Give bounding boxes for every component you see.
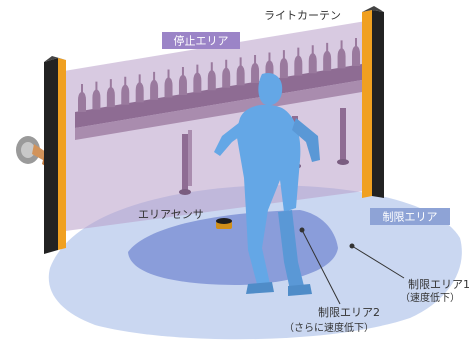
conveyor-part [222, 59, 231, 88]
conveyor-part [106, 79, 115, 108]
leader-limit-area-1 [351, 245, 405, 279]
conveyor-part [323, 42, 332, 71]
machine-conveyor [75, 38, 362, 140]
conveyor-part [178, 67, 187, 96]
stop-area-label: 停止エリア [174, 34, 229, 48]
limit-area-1-note: （速度低下） [400, 291, 460, 304]
limit-area-label: 制限エリア [383, 211, 438, 224]
limit-area-2-label: 制限エリア2 [318, 306, 380, 319]
conveyor-part [193, 64, 202, 93]
conveyor-part [135, 74, 144, 103]
conveyor-part [207, 62, 216, 91]
area-sensor-icon [216, 218, 232, 229]
conveyor-part [164, 69, 173, 98]
conveyor-part [150, 71, 159, 100]
conveyor-part [294, 47, 303, 76]
limit-area-tag [370, 208, 450, 225]
conveyor-part [92, 81, 101, 110]
leader-limit-area-2 [301, 229, 341, 305]
limit-area-2-note: （さらに速度低下） [284, 321, 374, 334]
light-curtain-label: ライトカーテン [264, 9, 341, 22]
conveyor-part [236, 57, 245, 86]
leader-lines [299, 227, 405, 305]
light-curtain-post-left [44, 56, 66, 254]
conveyor-part [279, 50, 288, 79]
conveyor-part [352, 38, 360, 66]
area-sensor-label: エリアセンサ [138, 208, 204, 221]
conveyor-part [78, 84, 86, 112]
limit-area-1-label: 制限エリア1 [408, 278, 470, 291]
stop-area-tag [162, 32, 240, 49]
conveyor-part [121, 76, 130, 105]
conveyor-part [308, 45, 317, 74]
light-curtain-post-right [362, 6, 384, 198]
person-figure [214, 72, 320, 296]
conveyor-part [337, 40, 346, 69]
conveyor-part [251, 54, 260, 83]
